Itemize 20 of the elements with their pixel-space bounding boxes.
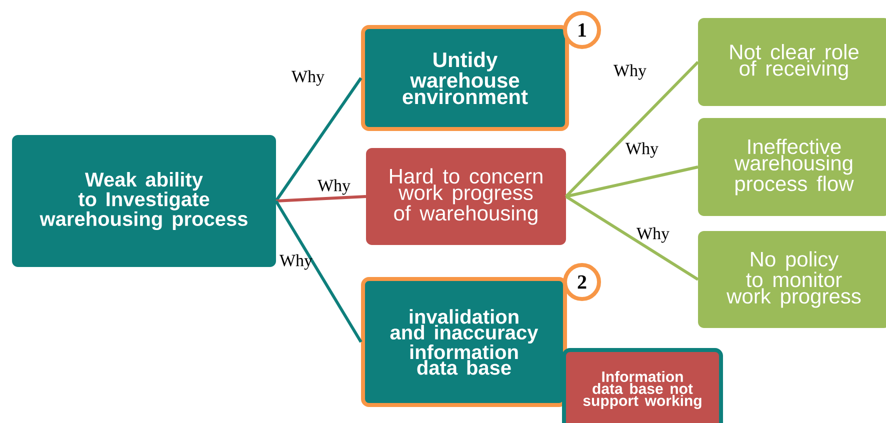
- connector-line: [565, 195, 699, 281]
- cause-box: invalidation and inaccuracy information data base: [361, 277, 567, 407]
- edge-label: Why: [626, 142, 658, 158]
- edge-label: Why: [636, 227, 670, 243]
- connector-line: [274, 200, 362, 343]
- root-cause-box: Ineffective warehousing process flow: [698, 118, 886, 216]
- edge-label: Why: [318, 179, 350, 195]
- connector-line: [564, 60, 700, 198]
- cause-box: Untidy warehouse environment: [361, 25, 569, 131]
- cause-box: Hard to concern work progress of warehousing: [366, 148, 566, 245]
- process-box: Weak ability to Investigate warehousing process: [12, 135, 276, 267]
- edge-label: Why: [292, 70, 324, 86]
- root-cause-box: Not clear role of receiving: [698, 18, 886, 106]
- edge-label: Why: [280, 254, 312, 270]
- edge-label: Why: [614, 64, 646, 80]
- connector-line: [274, 77, 362, 202]
- connector-line: [276, 195, 366, 202]
- connector-line: [566, 166, 698, 198]
- note-box: Information data base not support working: [562, 348, 723, 423]
- root-cause-box: No policy to monitor work progress: [698, 231, 886, 328]
